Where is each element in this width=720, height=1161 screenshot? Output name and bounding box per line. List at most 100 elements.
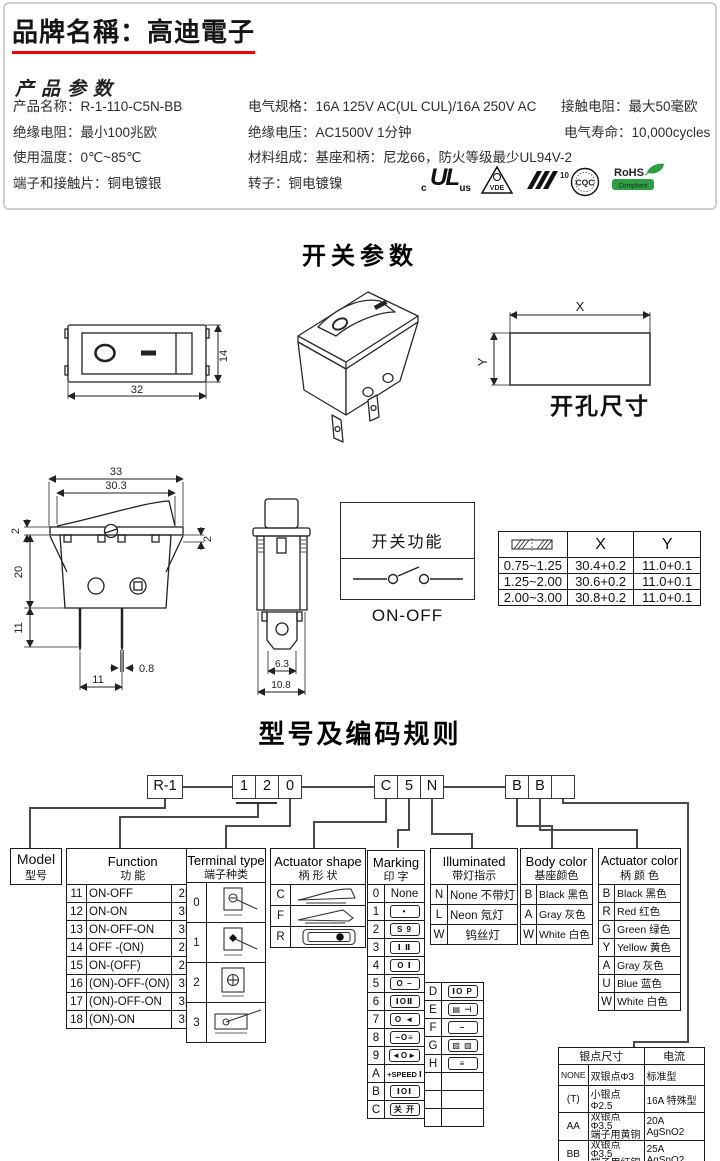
product-params-title: 产品参数: [15, 78, 120, 100]
digit-pair-underline: [236, 802, 277, 804]
model-table: Model 型号: [10, 848, 62, 885]
marking-symbol-9: ◄O►: [388, 1049, 421, 1062]
cell: Black 黑色: [536, 884, 593, 905]
cell: R: [270, 926, 291, 948]
cell: BB: [558, 1140, 589, 1161]
cell: W: [520, 924, 537, 945]
cell: NONE: [558, 1064, 589, 1086]
svg-text:VDE: VDE: [490, 185, 505, 192]
code-box-letter-1: C: [374, 775, 398, 799]
model-title-cn: 型号: [25, 870, 47, 882]
code-box-suffix-1: B: [505, 775, 529, 799]
rocker-O-symbol: [331, 317, 349, 331]
table-row: 银点尺寸电流: [558, 1047, 705, 1065]
cell: ON-ON: [85, 902, 173, 921]
cell: 30.8+0.2: [566, 589, 635, 606]
rocker-dash-symbol: [373, 299, 388, 311]
rocker-dash-symbol: [141, 350, 156, 356]
table-row: [424, 1072, 484, 1091]
table-row: F−: [424, 1018, 484, 1037]
cell: Red 红色: [614, 902, 681, 921]
dim-side-flange: 2: [10, 528, 22, 534]
cell: [441, 1072, 484, 1091]
switch-function-title: 开关功能: [341, 503, 474, 559]
svg-text:CQC: CQC: [576, 178, 595, 188]
dim-side-clip: 2: [202, 536, 214, 542]
cell: F: [270, 905, 291, 927]
switch-function-box: 开关功能: [340, 502, 475, 600]
perspective-view-drawing: [297, 291, 419, 443]
marking-symbol-D: ⅠO P: [447, 985, 478, 998]
cell: 2: [186, 962, 207, 1003]
ul-mark: UL: [430, 164, 460, 191]
dim-side-rocker: 30.3: [105, 480, 126, 492]
cell: 0.75~1.25: [498, 557, 568, 574]
header-panel: [3, 2, 717, 210]
dim-side-pitch: 11: [92, 674, 103, 686]
table-row: 16(ON)-OFF-(ON)3P: [66, 974, 200, 993]
svg-text:Compliant: Compliant: [618, 183, 647, 190]
marking-symbol-2: S 9: [389, 923, 420, 936]
code-box-digit-2: 2: [255, 775, 279, 799]
rohs-logo: RoHS Compliant: [612, 163, 664, 190]
cell: [441, 1090, 484, 1109]
cell: AA: [558, 1112, 589, 1141]
spec-contact-resistance: 接触电阻：最大50毫欧: [561, 99, 698, 114]
marking-symbol-3: Ⅰ Ⅱ: [389, 941, 420, 954]
cell: B: [598, 884, 615, 903]
cell: F: [424, 1018, 442, 1037]
coding-connector-lines: [29, 786, 689, 1048]
cell: 12: [66, 902, 87, 921]
cell: White 白色: [614, 992, 681, 1011]
code-box-letter-3: N: [420, 775, 444, 799]
cell: W: [598, 992, 615, 1011]
cell: 1: [186, 922, 207, 963]
cell: 双银点Φ3: [587, 1064, 645, 1086]
terminal-3-drawing: [214, 1008, 262, 1033]
cell: Gray 灰色: [536, 904, 593, 925]
cell: H: [424, 1054, 442, 1073]
cell: 14: [66, 938, 87, 957]
actuator-shape-R-drawing: [302, 928, 356, 946]
spec-material: 材料组成：基座和柄：尼龙66，防火等级最少UL94V-2: [248, 150, 573, 165]
dim-cutout-y: Y: [475, 357, 490, 366]
vde-logo: VDE: [480, 165, 514, 194]
panel-thickness-icon: [511, 537, 553, 551]
spec-insulation-voltage: 绝缘电压：AC1500V 1分钟: [248, 125, 412, 140]
cell: 6: [367, 992, 385, 1011]
cell: 18: [66, 1010, 87, 1029]
table-row: F: [270, 905, 366, 927]
cell: ON-OFF-ON: [85, 920, 173, 939]
spec-electrical-life: 电气寿命：10,000cycles: [564, 125, 711, 140]
marking-symbol-1: •: [389, 905, 420, 918]
table-row: E▤ ⊣: [424, 1000, 484, 1019]
table-row: 1•: [367, 902, 425, 921]
cell: U: [598, 974, 615, 993]
cell: ON-OFF: [85, 884, 173, 903]
table-row: [424, 1108, 484, 1127]
table-row: 8−O≡: [367, 1028, 425, 1047]
